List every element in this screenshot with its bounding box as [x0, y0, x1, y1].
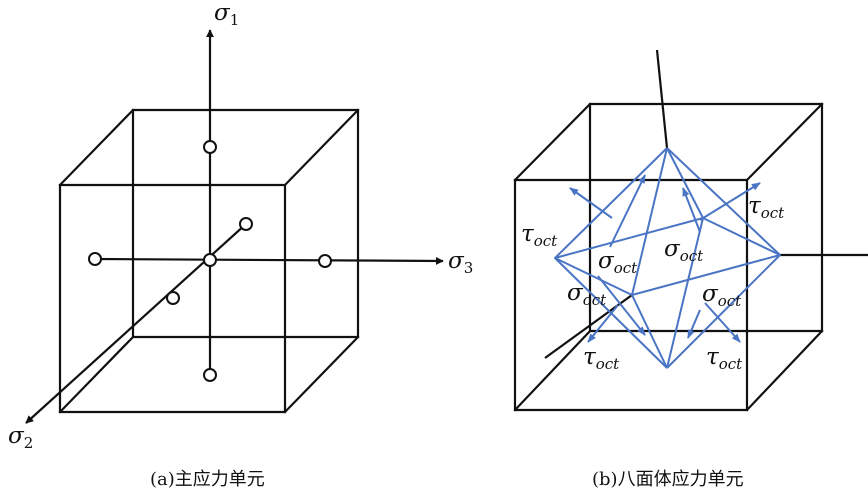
oct-edge-bottom-back — [666, 217, 704, 369]
label-tau-oct-upper-right: τoct — [748, 193, 785, 222]
node-bottom — [203, 368, 217, 382]
sigma-vector-upper-left — [609, 174, 646, 248]
node-front — [166, 291, 180, 305]
label-sigma-1: σ1 — [214, 0, 239, 29]
tau-vector-upper-left — [569, 187, 613, 219]
tau-vector-lower-left — [587, 304, 619, 343]
stress-vectors — [569, 174, 761, 343]
oct-edge-top-left — [554, 147, 668, 259]
label-sigma-oct-upper-right: σoct — [664, 236, 704, 265]
label-tau-oct-lower-left: τoct — [583, 344, 620, 373]
cube-b-edge-bottom-right — [745, 329, 824, 412]
label-sigma-2: σ2 — [8, 423, 33, 452]
node-center — [203, 253, 217, 267]
node-left — [88, 252, 102, 266]
node-top — [203, 140, 217, 154]
tau-vector-lower-right — [704, 302, 741, 343]
sigma-vector-upper-right — [682, 187, 701, 233]
cube-b-edge-top-left — [513, 102, 592, 182]
cube-edge-bottom-left — [58, 335, 135, 414]
oct-edge-top-right — [666, 147, 781, 256]
cube-b-edge-bottom-left — [513, 329, 592, 412]
oct-edge-bottom-front — [631, 294, 668, 369]
caption-panel-b: (b)八面体应力单元 — [592, 469, 744, 490]
label-sigma-oct-lower-right: σoct — [702, 281, 742, 310]
label-tau-oct-upper-left: τoct — [521, 221, 558, 250]
principal-stress-element: σ1 σ3 σ2 — [8, 0, 473, 452]
label-sigma-oct-lower-left: σoct — [567, 280, 607, 309]
sigma-3-axis — [94, 256, 444, 265]
cube-edge-bottom-right — [283, 335, 360, 414]
oct-edge-top-back — [666, 147, 704, 219]
axis-vertical-stub — [655, 49, 669, 149]
cube-edge-top-left — [58, 108, 135, 187]
oct-edge-top-front — [631, 147, 668, 296]
node-back — [239, 217, 253, 231]
cube-b-edge-top-right — [745, 102, 824, 182]
oct-edge-bottom-right — [666, 254, 781, 369]
octahedral-stress-element: τoct τoct σoct σoct σoct σoct τoct τoct — [513, 49, 868, 412]
caption-panel-a: (a)主应力单元 — [150, 469, 265, 490]
cube-wireframe-b — [513, 102, 824, 412]
sigma-vector-lower-left — [597, 275, 646, 336]
node-right — [318, 254, 332, 268]
tau-vector-upper-right — [699, 182, 761, 221]
label-sigma-oct-upper-left: σoct — [598, 248, 638, 277]
sigma-vector-lower-right — [687, 309, 701, 339]
cube-edge-top-right — [283, 108, 360, 187]
label-sigma-3: σ3 — [448, 248, 473, 277]
label-tau-oct-lower-right: τoct — [706, 344, 743, 373]
